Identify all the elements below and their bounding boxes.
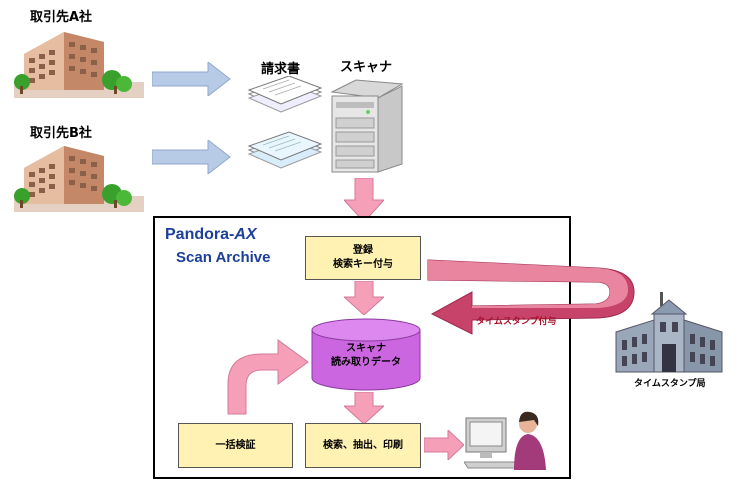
database-line1: スキャナ — [346, 343, 386, 354]
arrow-db-to-search — [344, 392, 384, 424]
timestamp-arrow-label: タイムスタンプ付与 — [476, 317, 557, 327]
verify-box: 一括検証 — [178, 423, 293, 468]
database-cylinder-icon — [311, 318, 421, 391]
brand-name-suffix: AX — [234, 226, 257, 243]
invoice-stack-icon-a — [247, 76, 323, 113]
computer-user-icon — [464, 411, 546, 470]
register-box: 登録 検索キー付与 — [305, 236, 421, 280]
scanner-icon — [330, 79, 404, 173]
timestamp-authority-label: タイムスタンプ局 — [634, 379, 706, 389]
company-a-label: 取引先A社 — [30, 10, 93, 25]
invoice-stack-icon-b — [247, 131, 323, 169]
arrow-search-to-pc — [424, 430, 464, 460]
arrow-verify-to-db — [227, 339, 309, 415]
scanner-label: スキャナ — [340, 60, 393, 75]
company-b-building-icon — [14, 146, 144, 212]
timestamp-authority-building-icon — [615, 292, 723, 373]
company-a-building-icon — [14, 32, 144, 98]
search-box: 検索、抽出、印刷 — [305, 423, 421, 468]
brand-logo: Pandora-AX — [165, 226, 257, 244]
company-b-label: 取引先B社 — [30, 126, 92, 141]
register-line1: 登録 — [353, 245, 373, 256]
documents-label: 請求書 — [261, 62, 301, 77]
arrow-b-to-documents — [152, 140, 231, 174]
arrow-register-to-db — [344, 281, 384, 315]
arrow-a-to-documents — [152, 62, 231, 96]
product-name: Scan Archive — [176, 249, 271, 266]
register-line2: 検索キー付与 — [333, 259, 393, 270]
database-line2: 読み取りデータ — [331, 357, 401, 368]
brand-name: Pandora- — [165, 226, 235, 243]
timestamp-band-arrow — [427, 259, 635, 335]
arrow-scanner-to-archive — [344, 178, 384, 222]
database-label: スキャナ 読み取りデータ — [310, 342, 422, 370]
